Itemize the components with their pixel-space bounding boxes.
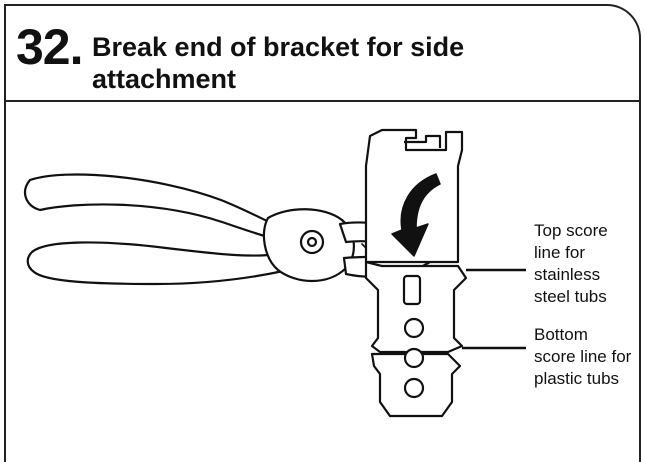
step-title: Break end of bracket for side attachment bbox=[92, 32, 465, 94]
instruction-panel: 32. Break end of bracket for side attach… bbox=[4, 4, 641, 462]
pliers-bracket-illustration bbox=[23, 128, 526, 418]
bottom-score-callout: Bottom score line for plastic tubs bbox=[534, 325, 632, 388]
step-number: 32. bbox=[16, 19, 84, 75]
curved-arrow-icon bbox=[391, 173, 441, 257]
bracket-icon bbox=[364, 128, 468, 418]
top-score-callout: Top score line for stainless steel tubs bbox=[534, 221, 608, 306]
step-header: 32. Break end of bracket for side attach… bbox=[6, 6, 639, 102]
